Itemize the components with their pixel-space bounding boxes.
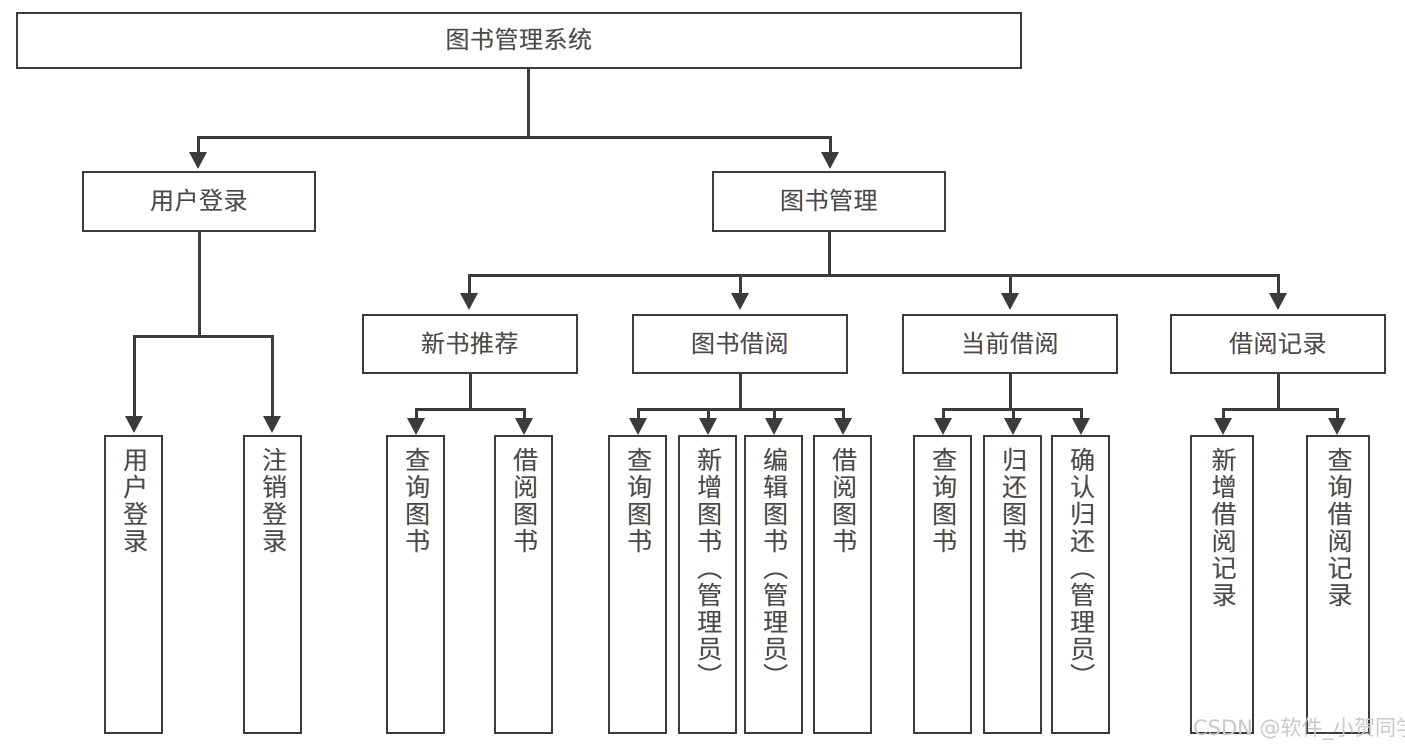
arrowhead-br-to-leaf-2 bbox=[1328, 418, 1346, 435]
node-new-book-recommend[interactable]: 新书推荐 bbox=[362, 314, 578, 374]
connector-root-to-user-login bbox=[197, 136, 200, 153]
connector-bb-to-leaf-3 bbox=[773, 408, 776, 419]
connector-current-borrow-stem bbox=[1009, 374, 1012, 409]
connector-bb-to-leaf-1 bbox=[637, 408, 640, 419]
leaf-new-book-borrow-book[interactable]: 借阅图书 bbox=[494, 435, 553, 734]
arrowhead-bm-to-borrow-record bbox=[1269, 293, 1287, 310]
node-label: 图书管理 bbox=[780, 187, 878, 216]
leaf-new-book-query-book[interactable]: 查询图书 bbox=[386, 435, 445, 734]
leaf-book-borrow-query-book[interactable]: 查询图书 bbox=[608, 435, 667, 734]
arrowhead-br-to-leaf-1 bbox=[1214, 418, 1232, 435]
connector-cb-to-leaf-2 bbox=[1012, 408, 1015, 419]
leaf-current-borrow-query-book[interactable]: 查询图书 bbox=[913, 435, 972, 734]
node-label: 归还图书 bbox=[998, 447, 1028, 555]
node-label: 新书推荐 bbox=[421, 329, 519, 358]
csdn-watermark: CSDN @软件_小贺同学 bbox=[1193, 716, 1405, 740]
connector-book-management-stem bbox=[828, 232, 831, 275]
arrowhead-bm-to-book-borrow bbox=[731, 293, 749, 310]
node-label: 借阅图书 bbox=[828, 447, 858, 555]
arrowhead-nb-to-leaf-1 bbox=[407, 418, 425, 435]
leaf-borrow-record-query-record[interactable]: 查询借阅记录 bbox=[1306, 435, 1370, 734]
connector-cb-to-leaf-3 bbox=[1080, 408, 1083, 419]
connector-borrow-record-bar bbox=[1222, 408, 1336, 411]
connector-bb-to-leaf-4 bbox=[842, 408, 845, 419]
arrowhead-nb-to-leaf-2 bbox=[515, 418, 533, 435]
node-label: 确认归还（管理员） bbox=[1066, 447, 1096, 690]
connector-book-borrow-bar bbox=[637, 408, 842, 411]
connector-br-to-leaf-2 bbox=[1336, 408, 1339, 419]
arrowhead-bm-to-new-book bbox=[460, 293, 478, 310]
leaf-user-login-logout[interactable]: 注销登录 bbox=[243, 435, 302, 734]
node-book-management[interactable]: 图书管理 bbox=[712, 171, 946, 232]
node-label: 新增图书（管理员） bbox=[693, 447, 723, 690]
arrowhead-bm-to-current-borrow bbox=[1001, 293, 1019, 310]
connector-new-book-stem bbox=[469, 374, 472, 409]
node-user-login[interactable]: 用户登录 bbox=[82, 171, 316, 232]
arrowhead-bb-to-leaf-3 bbox=[765, 418, 783, 435]
connector-book-management-bar bbox=[468, 274, 1280, 277]
node-borrow-record[interactable]: 借阅记录 bbox=[1170, 314, 1386, 374]
node-label: 查询图书 bbox=[623, 447, 653, 555]
arrowhead-bb-to-leaf-1 bbox=[629, 418, 647, 435]
node-label: 借阅图书 bbox=[509, 447, 539, 555]
connector-bb-to-leaf-2 bbox=[707, 408, 710, 419]
arrowhead-user-login-to-leaf-1 bbox=[125, 416, 143, 433]
connector-user-login-to-leaf-1 bbox=[133, 335, 136, 417]
leaf-borrow-record-add-record[interactable]: 新增借阅记录 bbox=[1190, 435, 1254, 734]
node-label: 注销登录 bbox=[258, 447, 288, 555]
connector-user-login-bar bbox=[133, 335, 271, 338]
node-label: 查询图书 bbox=[928, 447, 958, 555]
arrowhead-cb-to-leaf-3 bbox=[1072, 418, 1090, 435]
node-label: 当前借阅 bbox=[961, 329, 1059, 358]
leaf-book-borrow-add-book-admin[interactable]: 新增图书（管理员） bbox=[678, 435, 737, 734]
node-label: 编辑图书（管理员） bbox=[759, 447, 789, 690]
node-label: 图书借阅 bbox=[691, 329, 789, 358]
connector-cb-to-leaf-1 bbox=[942, 408, 945, 419]
connector-root-to-book-management bbox=[829, 136, 832, 153]
connector-bm-to-current-borrow bbox=[1009, 274, 1012, 294]
node-label: 借阅记录 bbox=[1229, 329, 1327, 358]
arrowhead-cb-to-leaf-1 bbox=[934, 418, 952, 435]
connector-book-borrow-stem bbox=[739, 374, 742, 409]
arrowhead-bb-to-leaf-4 bbox=[834, 418, 852, 435]
node-label: 查询图书 bbox=[401, 447, 431, 555]
leaf-current-borrow-return-book[interactable]: 归还图书 bbox=[983, 435, 1042, 734]
node-label: 新增借阅记录 bbox=[1208, 447, 1238, 609]
connector-root-bar bbox=[197, 136, 829, 139]
node-label: 查询借阅记录 bbox=[1324, 447, 1354, 609]
connector-root-stem bbox=[527, 69, 530, 136]
arrowhead-bb-to-leaf-2 bbox=[699, 418, 717, 435]
node-label: 用户登录 bbox=[119, 447, 149, 555]
leaf-book-borrow-borrow-book[interactable]: 借阅图书 bbox=[813, 435, 872, 734]
connector-bm-to-book-borrow bbox=[739, 274, 742, 294]
connector-new-book-bar bbox=[415, 408, 523, 411]
connector-user-login-stem bbox=[198, 232, 201, 336]
node-book-borrow[interactable]: 图书借阅 bbox=[632, 314, 848, 374]
node-label: 图书管理系统 bbox=[445, 26, 593, 55]
connector-nb-to-leaf-1 bbox=[415, 408, 418, 419]
node-current-borrow[interactable]: 当前借阅 bbox=[902, 314, 1118, 374]
leaf-current-borrow-confirm-return-admin[interactable]: 确认归还（管理员） bbox=[1051, 435, 1110, 734]
leaf-book-borrow-edit-book-admin[interactable]: 编辑图书（管理员） bbox=[744, 435, 803, 734]
connector-user-login-to-leaf-2 bbox=[271, 335, 274, 417]
connector-bm-to-borrow-record bbox=[1277, 274, 1280, 294]
connector-borrow-record-stem bbox=[1277, 374, 1280, 409]
node-root-book-management-system[interactable]: 图书管理系统 bbox=[16, 12, 1022, 69]
arrowhead-cb-to-leaf-2 bbox=[1004, 418, 1022, 435]
arrowhead-root-to-user-login bbox=[189, 152, 207, 169]
connector-br-to-leaf-1 bbox=[1222, 408, 1225, 419]
arrowhead-user-login-to-leaf-2 bbox=[263, 416, 281, 433]
arrowhead-root-to-book-management bbox=[821, 152, 839, 169]
node-label: 用户登录 bbox=[150, 187, 248, 216]
connector-nb-to-leaf-2 bbox=[523, 408, 526, 419]
connector-current-borrow-bar bbox=[942, 408, 1080, 411]
leaf-user-login-login[interactable]: 用户登录 bbox=[104, 435, 163, 734]
connector-bm-to-new-book bbox=[468, 274, 471, 294]
